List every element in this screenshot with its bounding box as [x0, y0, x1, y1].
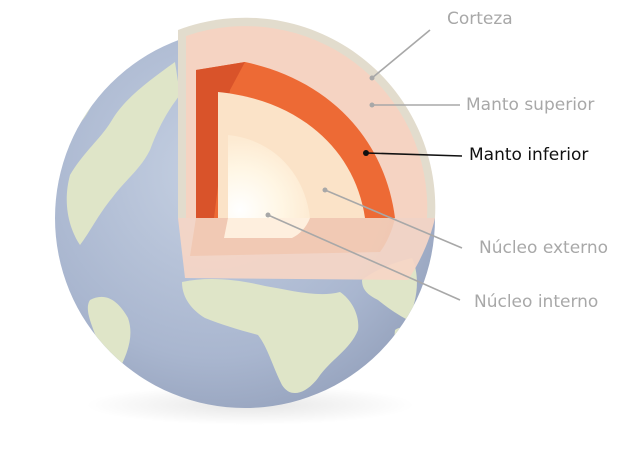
leader-line-crust — [371, 29, 431, 79]
label-crust: Corteza — [447, 9, 513, 29]
leader-dot-lower-mantle — [363, 150, 369, 156]
label-lower-mantle: Manto inferior — [469, 145, 589, 165]
north-america-shape — [66, 62, 180, 245]
africa-shape — [182, 279, 359, 394]
leader-line-outer-core — [324, 189, 463, 249]
label-upper-mantle: Manto superior — [466, 95, 595, 115]
leader-line-inner-core — [267, 214, 461, 301]
madagascar-shape — [394, 327, 412, 344]
leader-dot-upper-mantle — [369, 102, 375, 108]
south-america-shape — [87, 296, 131, 368]
leader-dot-outer-core — [322, 187, 328, 193]
inner-core-layer — [228, 135, 310, 218]
leader-line-lower-mantle — [365, 152, 463, 157]
label-inner-core: Núcleo interno — [474, 292, 599, 312]
leader-dot-crust — [369, 75, 375, 81]
label-outer-core: Núcleo externo — [479, 238, 609, 258]
cut-floor-core — [224, 218, 310, 238]
leader-dot-inner-core — [265, 212, 271, 218]
